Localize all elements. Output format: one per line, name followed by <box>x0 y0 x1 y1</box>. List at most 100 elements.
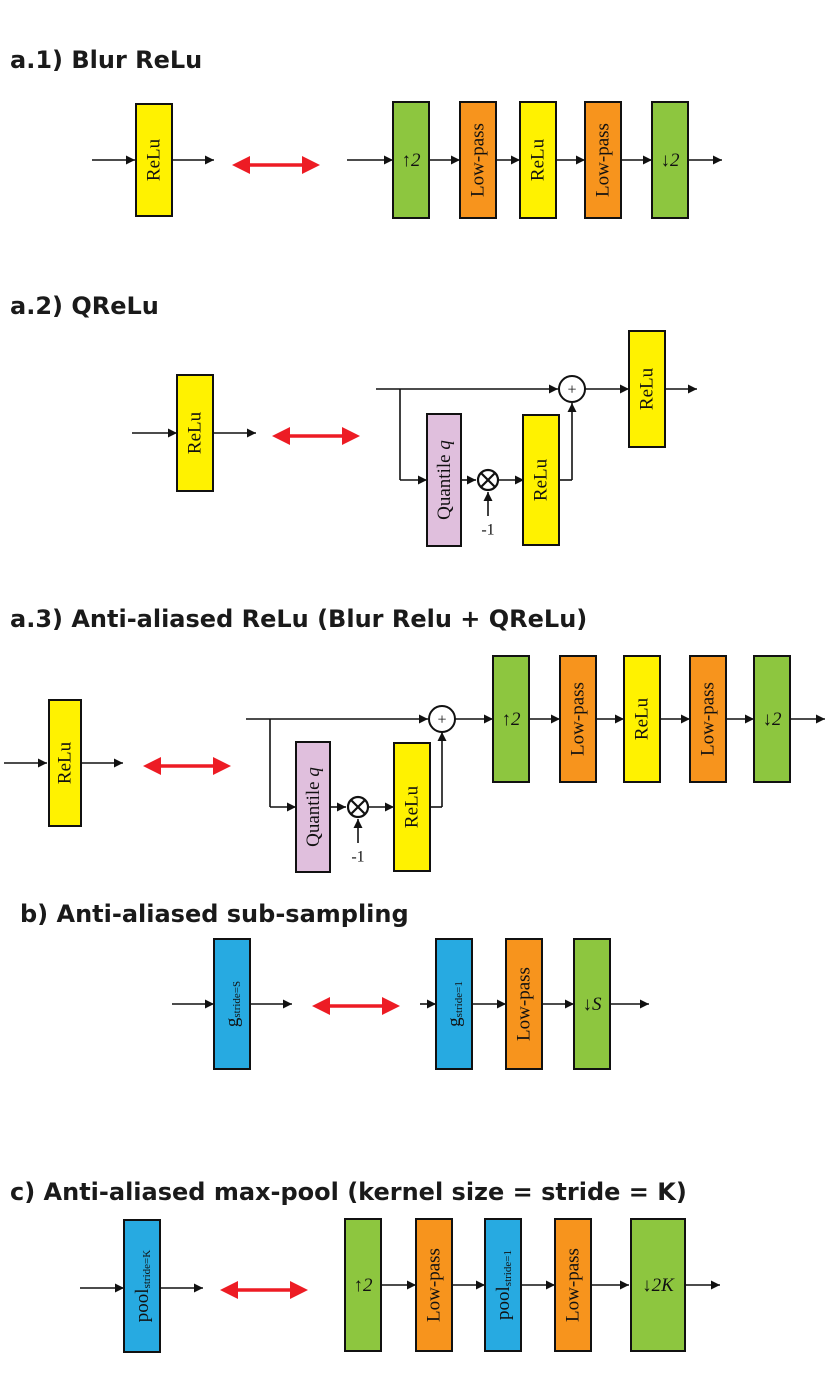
a3-downsample-block-box <box>753 655 791 783</box>
quantile-variable: q <box>303 767 324 777</box>
a2-quantile-block-label: Quantile q <box>434 440 455 520</box>
c-lowpass-block-2: Low-pass <box>554 1218 592 1352</box>
equivalence-arrow-left-head <box>143 757 161 775</box>
a1-upsample-block-box <box>392 101 430 219</box>
a2-relu-block-3-label: ReLu <box>637 367 658 410</box>
a3-upsample-block-label: ↑2 <box>502 709 522 730</box>
b-conv-stride-1-block-main: g <box>444 1017 465 1027</box>
c-lowpass-block-1-box <box>415 1218 453 1352</box>
factor-label: S <box>592 994 602 1015</box>
a1-equivalence-arrow <box>232 156 320 174</box>
a1-relu-block-2-box <box>519 101 557 219</box>
equivalence-arrow-left-head <box>220 1281 238 1299</box>
equivalence-arrow-left-head <box>232 156 250 174</box>
b-conv-stride-1-block-box <box>435 938 473 1070</box>
a3-downsample-block-label: ↓2 <box>763 709 783 730</box>
c-lowpass-block-1: Low-pass <box>415 1218 453 1352</box>
a2-multiply-node: -1 <box>476 468 500 539</box>
b-conv-stride-s-block-label: gstride=S <box>222 981 244 1027</box>
section-title-anti-aliased-maxpool: c) Anti-aliased max-pool (kernel size = … <box>10 1178 687 1206</box>
section-title-anti-aliased-relu: a.3) Anti-aliased ReLu (Blur Relu + QReL… <box>10 605 588 633</box>
a2-relu-block-3-box <box>628 330 666 448</box>
plus-icon-label: + <box>437 712 446 729</box>
c-pool-stride-k-block-box <box>123 1219 161 1353</box>
c-downsample-block-label: ↓2K <box>642 1275 675 1296</box>
a1-lowpass-block-2: Low-pass <box>584 101 622 219</box>
a2-relu-block-2: ReLu <box>522 414 560 546</box>
section-title-blur-relu: a.1) Blur ReLu <box>10 46 203 74</box>
a2-equivalence-arrow <box>272 427 360 445</box>
c-pool-stride-1-block-main: pool <box>493 1286 514 1320</box>
factor-label: 2 <box>670 150 680 171</box>
a3-quantile-block-label: Quantile q <box>303 767 324 847</box>
a3-relu-block-2: ReLu <box>393 742 431 872</box>
b-conv-stride-s-block: gstride=S <box>213 938 251 1070</box>
equivalence-arrow-right-head <box>290 1281 308 1299</box>
a3-upsample-block-box <box>492 655 530 783</box>
b-equivalence-arrow <box>312 997 400 1015</box>
b-conv-stride-1-block-label: gstride=1 <box>444 981 466 1027</box>
b-lowpass-block-box <box>505 938 543 1070</box>
a3-relu-block-3: ReLu <box>623 655 661 783</box>
a2-relu-block-2-label: ReLu <box>531 458 552 501</box>
c-pool-stride-k-block-main: pool <box>132 1288 153 1322</box>
a1-relu-block-label: ReLu <box>144 138 165 181</box>
up-arrow-icon: ↑ <box>502 709 512 730</box>
quantile-variable: q <box>434 440 455 450</box>
a3-multiply-node: -1 <box>346 795 370 866</box>
a2-relu-block-3: ReLu <box>628 330 666 448</box>
a1-downsample-block: ↓2 <box>651 101 689 219</box>
down-arrow-icon: ↓ <box>642 1275 652 1296</box>
a3-quantile-block: Quantile q <box>295 741 331 873</box>
c-pool-stride-1-block-subscript: stride=1 <box>502 1250 514 1286</box>
a3-lowpass-block-1: Low-pass <box>559 655 597 783</box>
b-conv-stride-1-block-subscript: stride=1 <box>453 981 465 1017</box>
c-pool-stride-1-block-box <box>484 1218 522 1352</box>
a1-relu-block: ReLu <box>135 103 173 217</box>
b-conv-stride-s-block-box <box>213 938 251 1070</box>
factor-label: 2 <box>411 150 421 171</box>
c-pool-stride-1-block-label: poolstride=1 <box>493 1250 515 1320</box>
b-conv-stride-s-block-main: g <box>222 1017 243 1027</box>
a3-lowpass-block-1-label: Low-pass <box>568 682 589 756</box>
a2-relu-block: ReLu <box>176 374 214 492</box>
a3-sum-node: + <box>428 705 456 733</box>
a3-relu-block-3-label: ReLu <box>632 697 653 740</box>
a3-relu-block-2-box <box>393 742 431 872</box>
equivalence-arrow-right-head <box>213 757 231 775</box>
minus-one-label: -1 <box>481 522 494 539</box>
down-arrow-icon: ↓ <box>583 994 593 1015</box>
up-arrow-icon: ↑ <box>354 1275 364 1296</box>
a3-relu-block-label: ReLu <box>55 741 76 784</box>
c-pool-stride-k-block-label: poolstride=K <box>132 1250 154 1322</box>
quantile-label-text: Quantile <box>434 450 455 520</box>
a1-downsample-block-box <box>651 101 689 219</box>
c-lowpass-block-1-label: Low-pass <box>424 1248 445 1322</box>
a3-lowpass-block-2: Low-pass <box>689 655 727 783</box>
equivalence-arrow-right-head <box>302 156 320 174</box>
a3-lowpass-block-2-label: Low-pass <box>698 682 719 756</box>
a1-lowpass-block-1-label: Low-pass <box>468 123 489 197</box>
factor-label: 2K <box>652 1275 676 1296</box>
up-arrow-icon: ↑ <box>402 150 412 171</box>
b-conv-stride-s-block-subscript: stride=S <box>231 981 243 1018</box>
factor-label: 2 <box>511 709 521 730</box>
a1-lowpass-block-2-label: Low-pass <box>593 123 614 197</box>
a3-equivalence-arrow <box>143 757 231 775</box>
plus-icon-label: + <box>567 382 576 399</box>
equivalence-arrow-left-head <box>312 997 330 1015</box>
a3-quantile-block-box <box>295 741 331 873</box>
factor-label: 2 <box>363 1275 373 1296</box>
a1-upsample-block-label: ↑2 <box>402 150 422 171</box>
a1-relu-block-2-label: ReLu <box>528 138 549 181</box>
c-lowpass-block-2-box <box>554 1218 592 1352</box>
b-downsample-block: ↓S <box>573 938 611 1070</box>
section-title-qrelu: a.2) QReLu <box>10 292 159 320</box>
down-arrow-icon: ↓ <box>763 709 773 730</box>
factor-label: 2 <box>772 709 782 730</box>
c-equivalence-arrow <box>220 1281 308 1299</box>
equivalence-arrow-right-head <box>382 997 400 1015</box>
a3-upsample-block: ↑2 <box>492 655 530 783</box>
equivalence-arrow-left-head <box>272 427 290 445</box>
